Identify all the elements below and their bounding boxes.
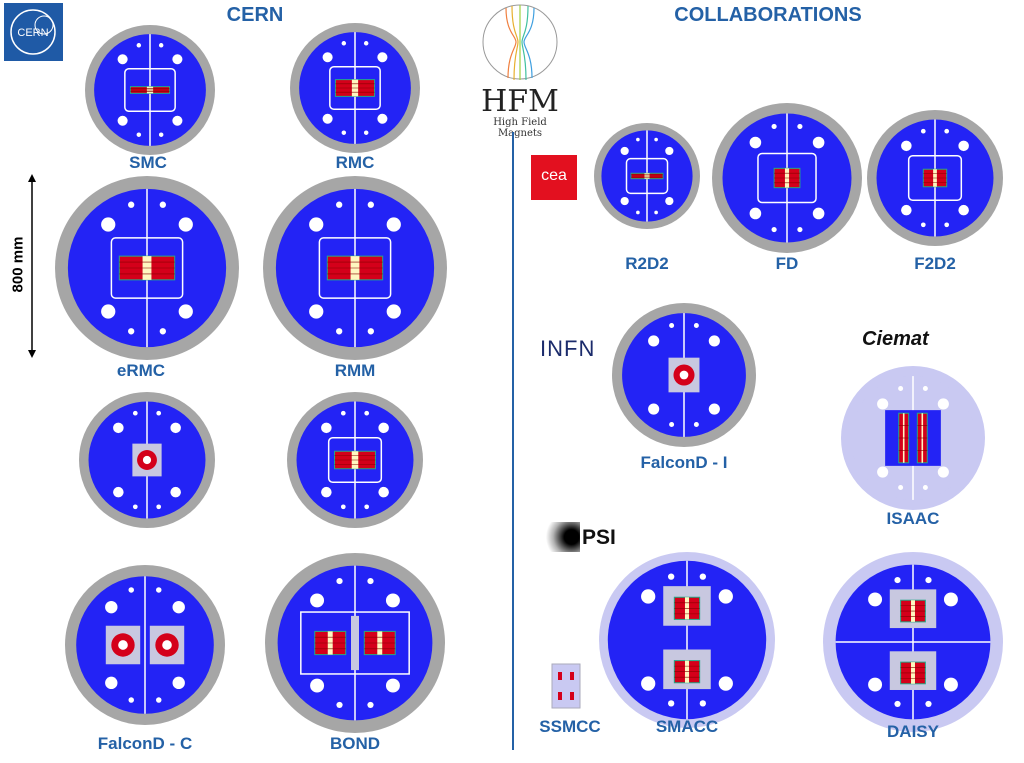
magnet-bond-top	[287, 392, 423, 528]
magnet-r2d2	[594, 123, 700, 229]
label-f2d2: F2D2	[914, 254, 956, 273]
cea-logo: cea	[531, 155, 577, 200]
magnet-smacc	[599, 552, 775, 728]
magnet-rmm	[263, 176, 447, 360]
magnet-f2d2	[867, 110, 1003, 246]
magnet-rmc	[290, 23, 420, 153]
cern-header: CERN	[226, 4, 284, 26]
hfm-title: HFM	[481, 84, 559, 119]
label-isaac: ISAAC	[886, 509, 940, 528]
scale-label: 800 mm	[9, 236, 27, 293]
label-falcond-i: FalconD - I	[640, 453, 728, 472]
psi-logo: PSI	[582, 526, 616, 549]
magnet-fd	[712, 103, 862, 253]
label-rmc: RMC	[335, 153, 375, 172]
ciemat-logo: Ciemat	[862, 328, 929, 350]
label-falcond-c: FalconD - C	[97, 734, 193, 753]
scale-arrow	[28, 174, 36, 358]
label-ssmcc: SSMCC	[539, 717, 601, 736]
magnet-ermc	[55, 176, 239, 360]
label-r2d2: R2D2	[625, 254, 669, 273]
collaborations-header: COLLABORATIONS	[674, 4, 862, 26]
label-smc: SMC	[129, 153, 167, 172]
label-daisy: DAISY	[887, 722, 939, 741]
magnet-ssmcc	[551, 663, 581, 709]
hfm-field-lines-icon	[482, 4, 558, 81]
label-ermc: eRMC	[116, 361, 166, 380]
label-smacc: SMACC	[655, 717, 719, 736]
magnet-falcond-i	[612, 303, 756, 447]
magnet-bond	[265, 553, 445, 733]
magnet-daisy	[823, 552, 1003, 732]
magnet-smc	[85, 25, 215, 155]
label-fd: FD	[775, 254, 799, 273]
psi-dots-icon	[538, 522, 580, 552]
hfm-logo: HFM High Field Magnets	[470, 2, 570, 139]
svg-text:CERN: CERN	[17, 27, 48, 39]
hfm-subtitle: High Field Magnets	[493, 117, 547, 139]
magnet-isaac	[841, 366, 985, 510]
magnet-falcon-c-top	[79, 392, 215, 528]
magnet-falcond-c	[65, 565, 225, 725]
label-rmm: RMM	[334, 361, 376, 380]
label-bond: BOND	[329, 734, 381, 753]
cern-logo: CERN	[4, 3, 63, 61]
infn-logo: INFN	[540, 336, 596, 361]
